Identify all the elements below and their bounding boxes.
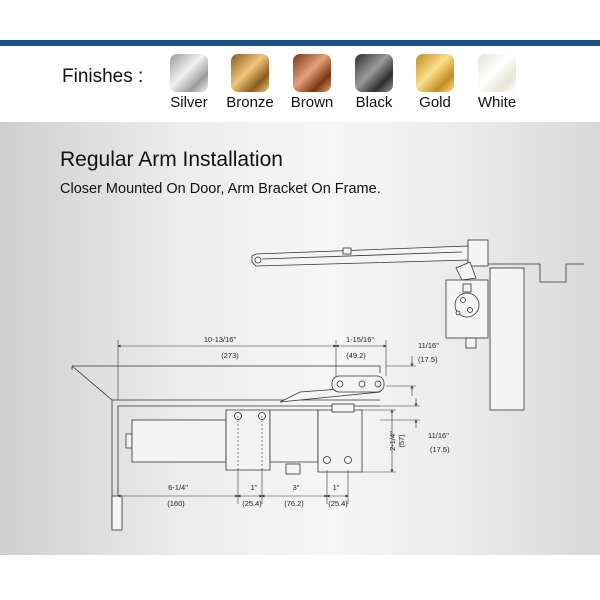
frame-outline [488,263,584,283]
swatch-label-white: White [477,94,517,111]
arm-link [455,261,477,281]
closer-front [125,375,385,475]
swatch-silver [170,54,208,92]
dim-right-top-in: 11/16" [418,341,439,350]
closer-spindle-cap [285,463,301,475]
swatch-gold [416,54,454,92]
door-section [489,267,525,411]
swatch-bronze [231,54,269,92]
swatch-label-brown: Brown [290,94,334,111]
dim-bracket-width-in: 1-15/16" [346,335,374,344]
swatch-brown [293,54,331,92]
dim-bottom-left-in: 6-1/4" [168,483,188,492]
arm-mount [331,403,355,413]
closer-center [269,409,319,463]
dim-right-bottom-mm: (17.5) [430,445,450,454]
dim-bottom-left-mm: (160) [167,499,185,508]
bracket-screw [336,380,344,388]
dim-right-bottom-in: 11/16" [428,431,449,440]
dim-bottom-b-in: 3" [293,483,300,492]
frame-top-edge [72,365,381,373]
dim-top-width-in: 10-13/16" [204,335,237,344]
closer-cylinder [131,419,227,463]
swatch-label-silver: Silver [170,94,208,111]
frame-left-edge [71,365,113,530]
mount-screw [323,456,331,464]
arm-shoe [467,239,489,267]
dim-bottom-c-in: 1" [333,483,340,492]
finishes-label: Finishes : [62,66,144,87]
top-view [251,239,584,411]
hinge-block [111,495,123,531]
top-screw [462,283,472,293]
swatch-label-gold: Gold [419,94,451,111]
dim-right-top-mm: (17.5) [418,355,438,364]
end-cap [125,433,133,449]
arm-bracket [331,375,385,393]
bracket-screw [374,380,382,388]
swatch-white [478,54,516,92]
installation-title: Regular Arm Installation [60,148,283,171]
arm-pivot [254,256,262,264]
dim-bottom-a-mm: (25.4) [242,499,262,508]
dim-bracket-width-mm: (49.2) [346,351,366,360]
bottom-screw [465,337,477,349]
swatch-black [355,54,393,92]
dim-top-width-mm: (273) [221,351,239,360]
spindle-hole [455,310,461,316]
mount-screw [344,456,352,464]
dim-height-in: 2-1/4" [388,431,397,451]
dim-bottom-c-mm: (25.4) [328,499,348,508]
dim-bottom-b-mm: (76.2) [284,499,304,508]
swatch-label-bronze: Bronze [226,94,274,111]
closer-plate-left [225,409,271,471]
spindle-hole [467,307,473,313]
bracket-screw [358,380,366,388]
top-accent-bar [0,40,600,46]
installation-subtitle: Closer Mounted On Door, Arm Bracket On F… [60,181,381,197]
swatch-label-black: Black [355,94,393,111]
front-view [71,365,381,531]
dimension-lines [117,340,420,504]
closer-arm [251,245,477,267]
dim-bottom-a-in: 1" [251,483,258,492]
arm-groove [261,251,463,260]
arm-screw [342,247,352,255]
dim-height-mm: (57) [397,434,406,448]
spindle-hole [460,297,466,303]
dimension-labels: 10-13/16" (273) 1-15/16" (49.2) 11/16" (… [167,335,450,508]
